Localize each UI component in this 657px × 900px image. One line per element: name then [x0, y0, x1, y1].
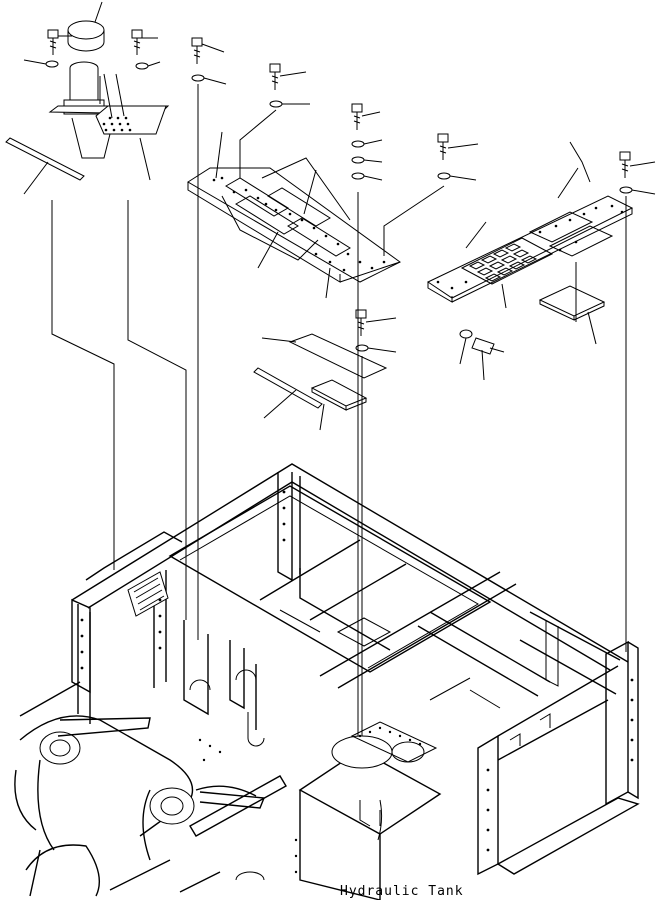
hydraulic-tank-label: Hydraulic Tank: [340, 884, 464, 899]
washer-icon: [619, 186, 633, 194]
bolt-icon: [471, 337, 505, 355]
washer-icon: [351, 140, 365, 148]
bolt-icon: [131, 29, 158, 55]
washer-icon: [459, 329, 473, 339]
washer-icon: [191, 74, 205, 82]
washer-icon: [437, 172, 451, 180]
washer-icon: [351, 156, 365, 164]
cap-assembly: [5, 1, 170, 195]
bolt-icon: [191, 37, 225, 64]
bolt-icon: [437, 133, 479, 160]
washer-icon: [135, 62, 149, 70]
center-cover-plate: [187, 37, 401, 299]
right-cover-plate: [426, 133, 656, 381]
washer-icon: [45, 60, 59, 68]
bolt-icon: [351, 103, 381, 130]
machine-frame: [14, 463, 640, 900]
assembly-leader-lines: [51, 84, 627, 762]
bolt-icon: [269, 63, 307, 90]
bolt-icon: [355, 309, 397, 336]
washer-icon: [269, 100, 283, 108]
bolt-icon: [619, 151, 656, 178]
washer-icon: [351, 172, 365, 180]
bolt-icon: [47, 29, 72, 55]
middle-parts: [253, 309, 397, 431]
